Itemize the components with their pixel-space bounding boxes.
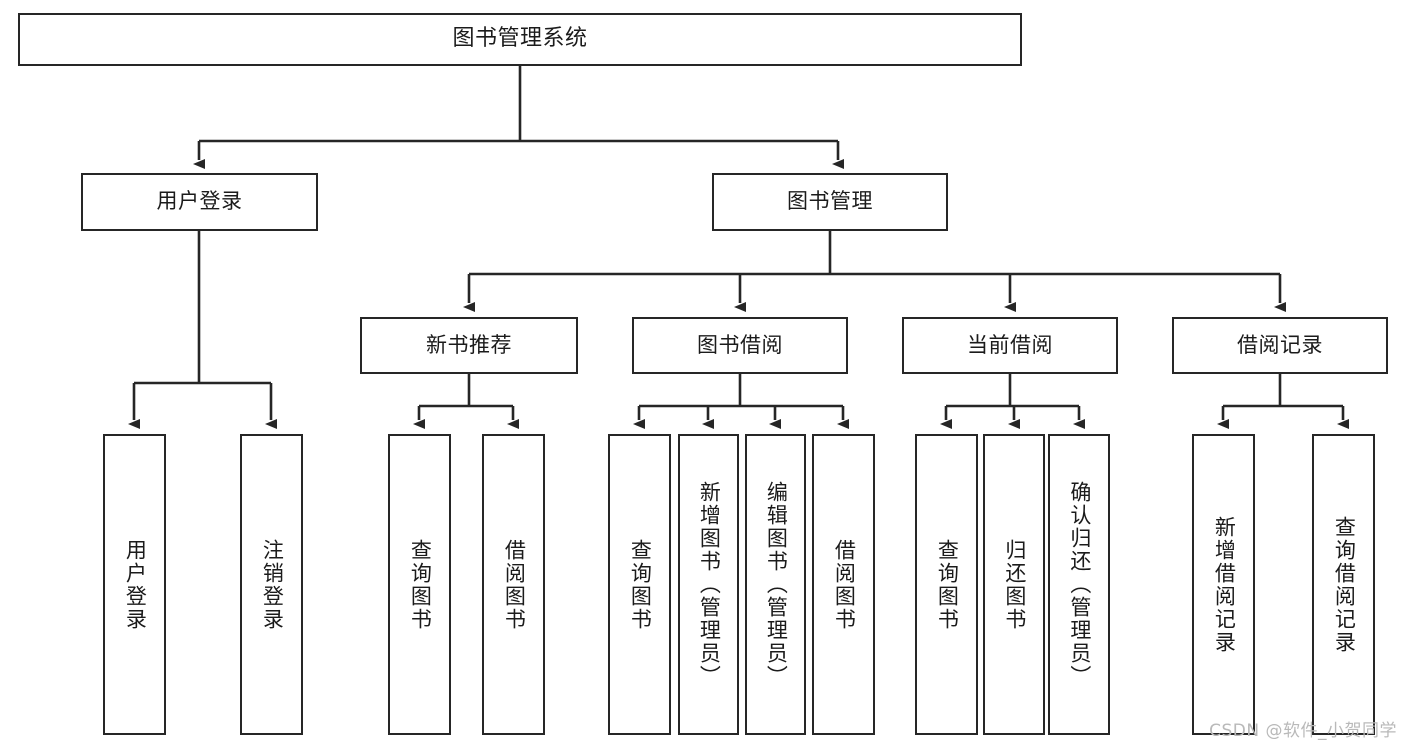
node-leaf-add-book-label: 新增图书（管理员） <box>697 481 722 688</box>
node-leaf-edit-book-label: 编辑图书（管理员） <box>764 481 789 688</box>
node-leaf-confirm-return-label: 确认归还（管理员） <box>1067 481 1092 688</box>
node-leaf-return-book-label: 归还图书 <box>1002 538 1027 631</box>
node-leaf-add-record[interactable]: 新增借阅记录 <box>1192 434 1255 735</box>
node-current-borrow[interactable]: 当前借阅 <box>902 317 1118 374</box>
node-borrow-record-label: 借阅记录 <box>1237 332 1323 357</box>
node-leaf-confirm-return[interactable]: 确认归还（管理员） <box>1048 434 1110 735</box>
node-leaf-user-logout[interactable]: 注销登录 <box>240 434 303 735</box>
node-leaf-query-record[interactable]: 查询借阅记录 <box>1312 434 1375 735</box>
node-leaf-query-book-2-label: 查询图书 <box>628 538 653 631</box>
node-leaf-query-book-1-label: 查询图书 <box>408 538 433 631</box>
node-leaf-edit-book[interactable]: 编辑图书（管理员） <box>745 434 806 735</box>
node-leaf-add-book[interactable]: 新增图书（管理员） <box>678 434 739 735</box>
node-user-login[interactable]: 用户登录 <box>81 173 318 231</box>
node-current-borrow-label: 当前借阅 <box>967 332 1053 357</box>
node-book-borrow-label: 图书借阅 <box>697 332 783 357</box>
node-leaf-add-record-label: 新增借阅记录 <box>1212 515 1237 654</box>
node-book-manage-label: 图书管理 <box>787 189 873 214</box>
node-leaf-query-book-3-label: 查询图书 <box>935 538 960 631</box>
node-leaf-borrow-book-2-label: 借阅图书 <box>832 538 857 631</box>
node-book-borrow[interactable]: 图书借阅 <box>632 317 848 374</box>
node-book-manage[interactable]: 图书管理 <box>712 173 948 231</box>
node-leaf-borrow-book-1[interactable]: 借阅图书 <box>482 434 545 735</box>
node-leaf-query-record-label: 查询借阅记录 <box>1332 515 1357 654</box>
node-leaf-borrow-book-1-label: 借阅图书 <box>502 538 527 631</box>
node-leaf-return-book[interactable]: 归还图书 <box>983 434 1045 735</box>
node-user-login-label: 用户登录 <box>156 189 243 214</box>
node-leaf-query-book-2[interactable]: 查询图书 <box>608 434 671 735</box>
node-borrow-record[interactable]: 借阅记录 <box>1172 317 1388 374</box>
node-new-book-rec-label: 新书推荐 <box>426 332 512 357</box>
node-leaf-user-logout-label: 注销登录 <box>260 538 285 631</box>
node-leaf-user-login[interactable]: 用户登录 <box>103 434 166 735</box>
node-root-label: 图书管理系统 <box>452 26 588 52</box>
watermark: CSDN @软件_小贺同学 <box>1209 721 1397 741</box>
node-leaf-borrow-book-2[interactable]: 借阅图书 <box>812 434 875 735</box>
node-leaf-user-login-label: 用户登录 <box>123 538 148 631</box>
node-leaf-query-book-1[interactable]: 查询图书 <box>388 434 451 735</box>
node-root[interactable]: 图书管理系统 <box>18 13 1022 66</box>
node-leaf-query-book-3[interactable]: 查询图书 <box>915 434 978 735</box>
node-new-book-rec[interactable]: 新书推荐 <box>360 317 578 374</box>
